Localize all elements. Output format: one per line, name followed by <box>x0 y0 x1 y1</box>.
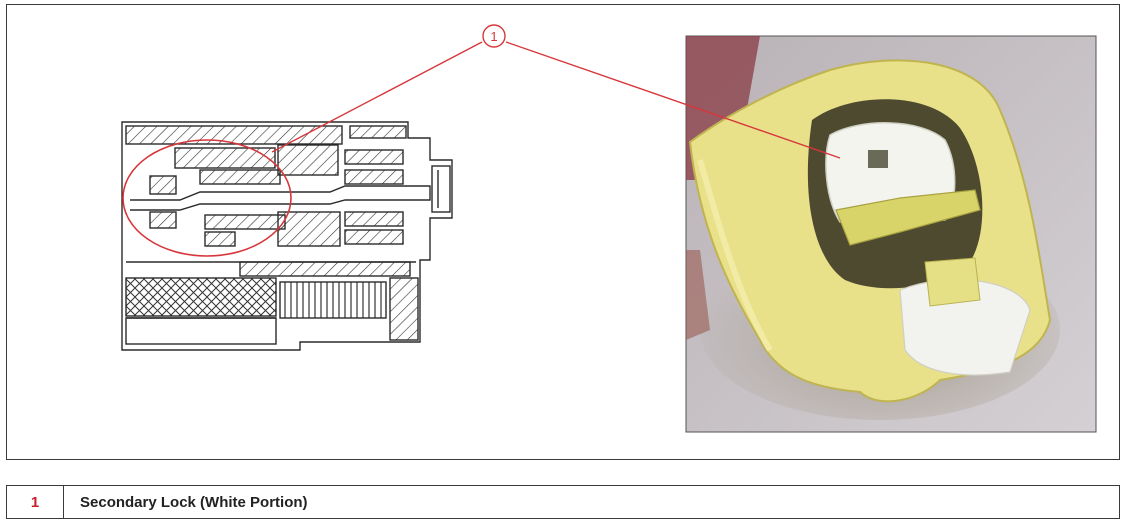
callout-1: 1 <box>122 24 841 257</box>
callout-leader-line-right <box>505 41 841 159</box>
legend-item-description: Secondary Lock (White Portion) <box>80 493 308 511</box>
connector-cross-section-drawing <box>121 121 453 351</box>
connector-photo <box>685 35 1097 433</box>
legend-item-number: 1 <box>7 486 64 518</box>
callout-leader-line-left <box>271 41 483 153</box>
callout-number-label: 1 <box>490 29 497 44</box>
legend-table: 1 Secondary Lock (White Portion) <box>6 485 1120 519</box>
callout-highlight-circle <box>122 139 292 257</box>
callout-number-circle <box>482 24 506 48</box>
